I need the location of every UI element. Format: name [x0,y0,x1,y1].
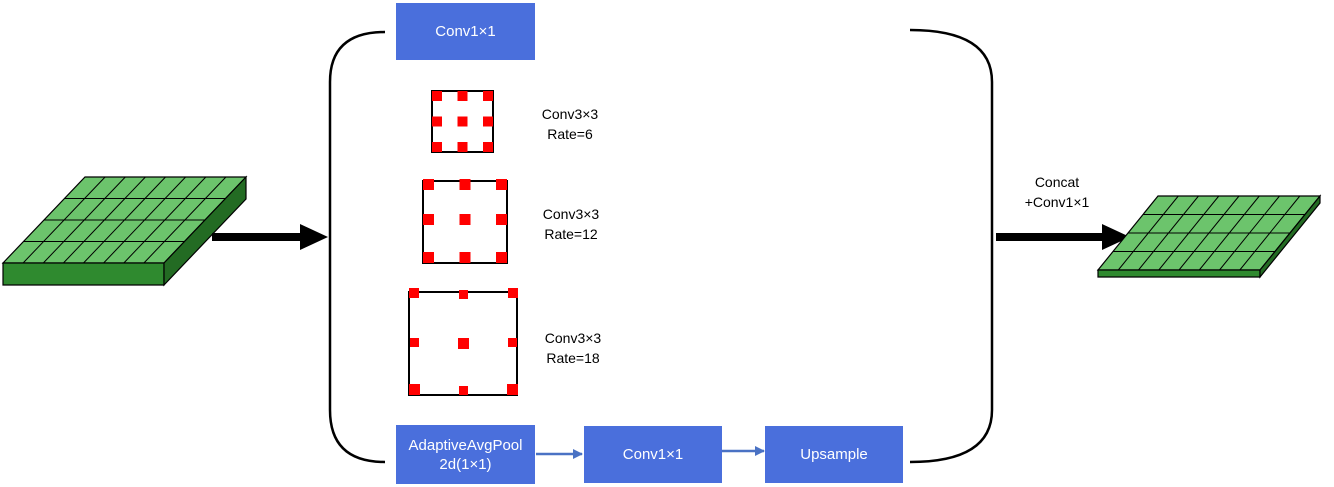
rate18-label: Conv3×3 Rate=18 [528,328,618,368]
input-feature-map [1,175,248,287]
right-bracket [909,28,994,464]
rate18-label-line1: Conv3×3 [544,330,602,346]
adaptive-avgpool-box: AdaptiveAvgPool 2d(1×1) [396,425,535,484]
conv1x1-top-box: Conv1×1 [396,3,535,60]
conv1x1-top-label: Conv1×1 [435,23,496,40]
input-arrow [212,224,328,250]
rate6-label: Conv3×3 Rate=6 [525,104,615,144]
kernel-rate6 [431,90,494,153]
concat-label-line2: +Conv1×1 [1024,194,1090,210]
output-arrow [996,224,1130,250]
rate6-label-line1: Conv3×3 [541,106,599,122]
rate18-label-line2: Rate=18 [546,350,600,366]
pool-conv1x1-label: Conv1×1 [622,446,684,463]
pool-conv1x1-box: Conv1×1 [584,426,722,483]
output-feature-map [1096,194,1322,279]
upsample-label: Upsample [800,446,868,463]
left-bracket [328,30,386,464]
rate6-label-line2: Rate=6 [547,126,593,142]
kernel-rate18 [408,288,518,396]
rate12-label: Conv3×3 Rate=12 [526,204,616,244]
kernel-rate12 [422,179,508,264]
upsample-box: Upsample [765,426,903,483]
rate12-label-line1: Conv3×3 [542,206,600,222]
adaptive-avgpool-label-line2: 2d(1×1) [439,455,492,473]
concat-label: Concat +Conv1×1 [1007,172,1107,212]
adaptive-avgpool-label-line1: AdaptiveAvgPool [408,436,523,454]
concat-label-line1: Concat [1034,174,1080,190]
rate12-label-line2: Rate=12 [544,226,598,242]
